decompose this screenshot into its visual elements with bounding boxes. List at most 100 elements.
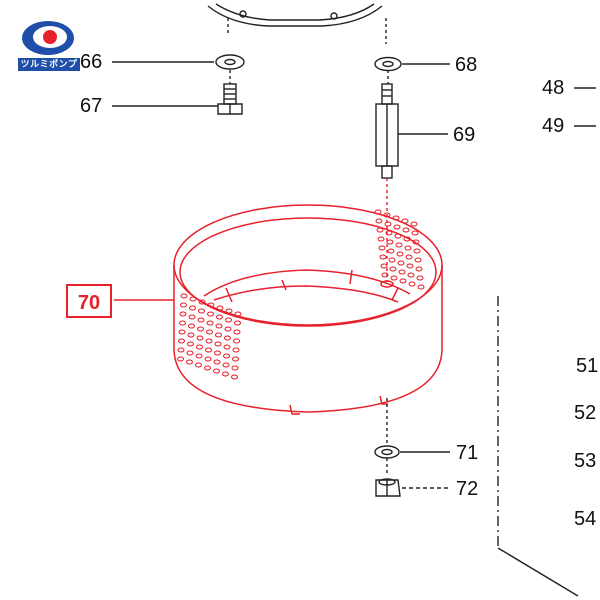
washer-71	[374, 398, 450, 459]
perforation-hole	[403, 236, 411, 242]
perforation-hole	[179, 311, 187, 317]
callout-48: 48	[542, 77, 565, 99]
logo-mark-icon	[22, 21, 74, 55]
perforation-hole	[205, 347, 212, 353]
perforation-hole	[386, 239, 394, 245]
callout-53: 53	[574, 450, 597, 472]
perforation-hole	[392, 215, 400, 221]
perforation-hole	[233, 338, 240, 344]
perforation-hole	[186, 350, 194, 356]
perforation-hole	[188, 323, 195, 329]
callout-54: 54	[574, 508, 597, 530]
logo-text: ツルミポンプ	[18, 58, 80, 71]
perforation-hole	[179, 320, 186, 326]
strainer-70	[114, 204, 443, 415]
perforation-hole	[222, 362, 230, 368]
perforation-hole	[231, 374, 238, 380]
perforation-hole	[414, 257, 422, 263]
callout-67: 67	[80, 95, 103, 117]
perforation-hole	[177, 347, 185, 353]
perforation-hole	[187, 332, 195, 338]
perforation-hole	[188, 314, 196, 320]
perforation-hole	[180, 302, 187, 308]
perforation-hole	[390, 275, 398, 281]
perforation-hole	[214, 350, 221, 356]
perforation-hole	[216, 305, 224, 311]
perforation-hole	[207, 311, 214, 317]
perforation-hole	[387, 248, 395, 254]
perforation-hole	[380, 263, 388, 269]
perforation-hole	[224, 326, 232, 332]
perforation-hole	[410, 221, 418, 227]
perforation-hole	[177, 356, 184, 362]
callout-49: 49	[542, 115, 565, 137]
perforation-hole	[206, 320, 214, 326]
perforation-hole	[197, 317, 205, 323]
brand-logo: ツルミポンプ	[18, 18, 80, 76]
perforation-hole	[385, 230, 393, 236]
perforation-hole	[234, 320, 241, 326]
perforation-hole	[197, 326, 204, 332]
upper-housing	[207, 3, 387, 44]
perforation-hole	[222, 371, 229, 377]
perforation-hole	[404, 245, 412, 251]
perforation-hole	[374, 209, 382, 215]
perforation-hole	[198, 308, 205, 314]
perforation-pattern-right	[374, 209, 425, 290]
perforation-hole	[198, 299, 206, 305]
right-assembly-outline	[497, 296, 579, 597]
perforation-hole	[234, 311, 242, 317]
nut-72	[375, 458, 450, 497]
perforation-hole	[232, 347, 240, 353]
perforation-hole	[225, 317, 232, 323]
washer-68	[374, 56, 450, 84]
perforation-hole	[206, 329, 213, 335]
stud-69	[375, 83, 448, 282]
perforation-hole	[178, 338, 185, 344]
perforation-hole	[383, 212, 391, 218]
perforation-hole	[224, 335, 231, 341]
perforation-hole	[232, 356, 239, 362]
callout-66: 66	[80, 51, 103, 73]
perforation-hole	[375, 218, 383, 224]
perforation-hole	[196, 344, 203, 350]
perforation-hole	[399, 278, 407, 284]
perforation-hole	[394, 233, 402, 239]
perforation-hole	[405, 254, 413, 260]
perforation-hole	[376, 227, 384, 233]
perforation-hole	[378, 245, 386, 251]
perforation-hole	[381, 272, 389, 278]
perforation-hole	[204, 365, 211, 371]
perforation-hole	[189, 305, 196, 311]
perforation-hole	[412, 239, 420, 245]
perforation-hole	[215, 323, 223, 329]
callout-70: 70	[66, 284, 112, 318]
perforation-hole	[408, 281, 416, 287]
perforation-hole	[178, 329, 186, 335]
callout-69: 69	[453, 124, 476, 146]
perforation-hole	[207, 302, 215, 308]
perforation-hole	[401, 218, 409, 224]
perforation-hole	[215, 332, 222, 338]
callout-68: 68	[455, 54, 478, 76]
perforation-hole	[223, 344, 231, 350]
perforation-hole	[395, 242, 403, 248]
perforation-hole	[379, 254, 387, 260]
leaders-48-49	[574, 87, 596, 127]
perforation-hole	[196, 335, 204, 341]
perforation-hole	[384, 221, 392, 227]
perforation-hole	[195, 362, 202, 368]
callout-71: 71	[456, 442, 479, 464]
perforation-hole	[407, 272, 415, 278]
perforation-hole	[389, 266, 397, 272]
perforation-hole	[186, 359, 193, 365]
perforation-hole	[417, 284, 425, 290]
perforation-hole	[213, 368, 220, 374]
perforation-hole	[180, 293, 188, 299]
perforation-hole	[213, 359, 221, 365]
washer-66	[112, 54, 245, 70]
callout-72: 72	[456, 478, 479, 500]
perforation-hole	[416, 275, 424, 281]
perforation-hole	[396, 251, 404, 257]
perforation-hole	[413, 248, 421, 254]
